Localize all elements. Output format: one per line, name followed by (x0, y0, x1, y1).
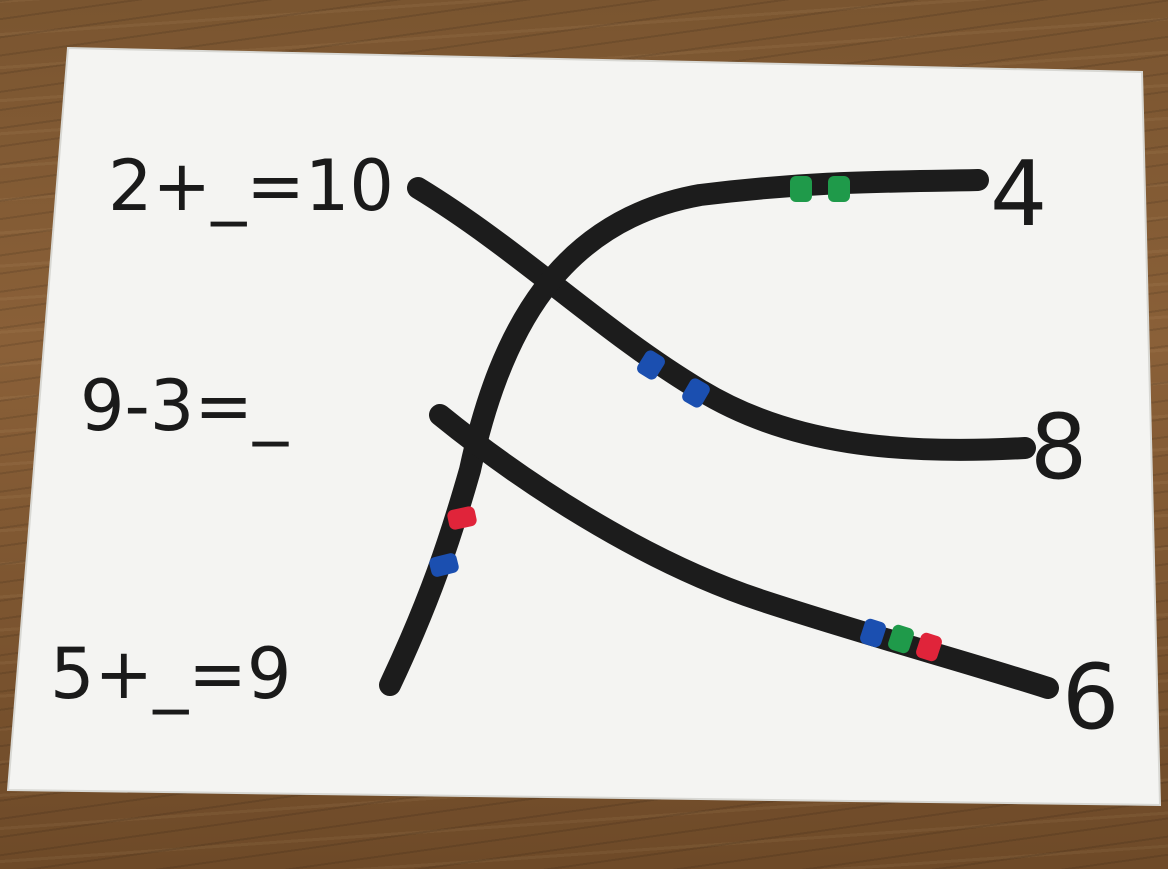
beads-from-9 (429, 506, 477, 577)
equation-3: 5+_=9 (50, 633, 291, 715)
bead-blue (682, 378, 710, 408)
answer-4: 4 (990, 142, 1047, 247)
beads-on-4 (790, 176, 850, 202)
equation-1: 2+_=10 (108, 145, 394, 227)
bead-blue (637, 350, 665, 380)
bead-red (447, 506, 477, 530)
bead-green (888, 624, 914, 654)
bead-blue (429, 553, 459, 577)
beads-on-6 (860, 618, 942, 662)
answer-8: 8 (1030, 395, 1087, 500)
bead-red (916, 632, 942, 662)
bead-green (790, 176, 812, 202)
beads-on-8 (637, 350, 710, 408)
answer-6: 6 (1062, 645, 1119, 750)
bead-blue (860, 618, 886, 648)
pipe-cleaner-blank-to-6 (429, 404, 1059, 699)
equation-2: 9-3=_ (80, 365, 289, 447)
paper-card (6, 46, 1162, 807)
bead-green (828, 176, 850, 202)
